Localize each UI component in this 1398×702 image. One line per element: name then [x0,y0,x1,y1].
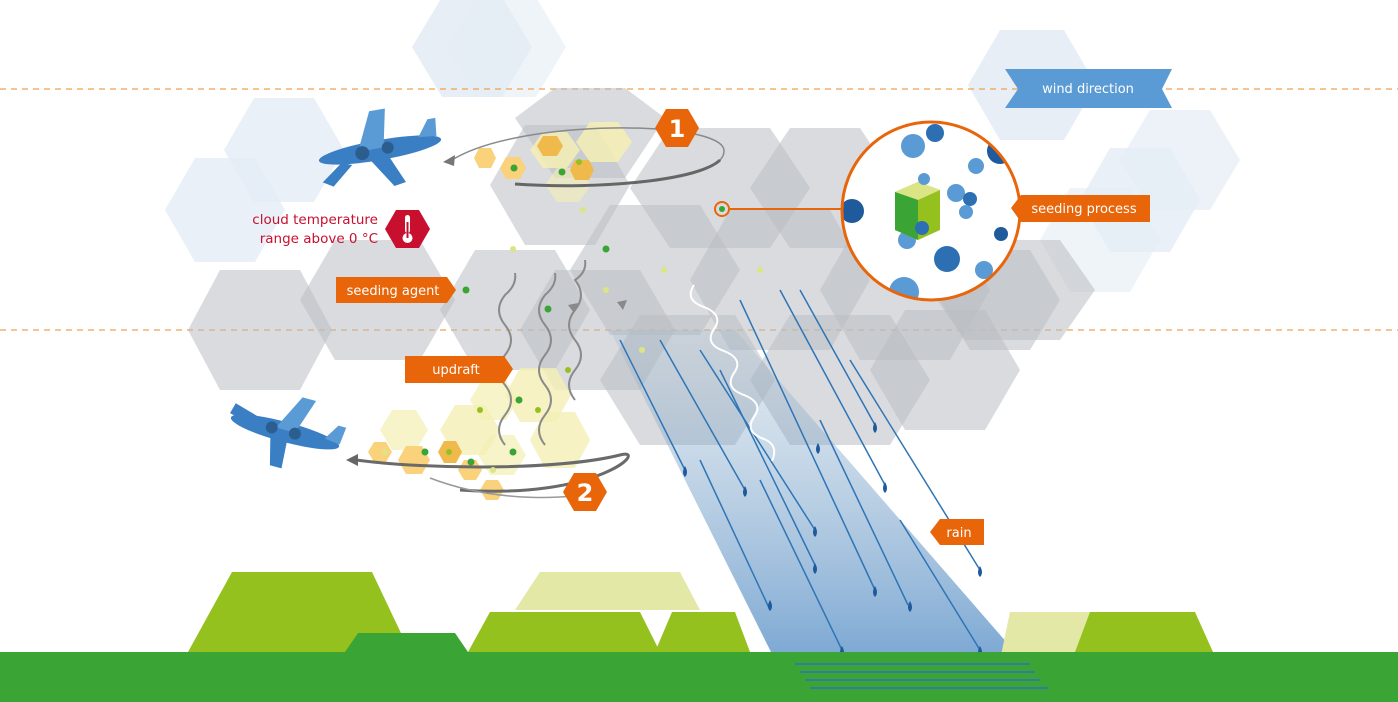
step-marker-2: 2 [563,473,607,511]
seeding-process-label: seeding process [1011,195,1150,222]
cloud-temperature-label-line2: range above 0 °C [260,231,378,247]
airplane-icon [230,397,347,469]
svg-text:2: 2 [577,479,594,507]
updraft-label: updraft [405,356,513,383]
wind-direction-label: wind direction [1005,69,1172,108]
cloud-temperature-label: cloud temperature [252,212,378,228]
svg-text:updraft: updraft [432,363,480,378]
seeding-particles [382,159,763,473]
svg-text:rain: rain [946,526,971,541]
rain-label: rain [930,519,984,545]
magnifier-icon [714,120,1022,302]
seeding-agent-label: seeding agent [336,277,470,303]
cloud-updraft-wave [689,284,776,462]
seeding-trail-bottom [368,368,590,500]
airplane-icon [318,108,442,187]
step-marker-1: 1 [655,109,699,147]
flight-path-top [443,127,725,188]
updraft-arrows [498,259,587,446]
svg-text:wind direction: wind direction [1042,82,1134,97]
thermometer-icon [385,210,430,248]
svg-text:seeding agent: seeding agent [347,284,440,299]
svg-text:seeding process: seeding process [1031,202,1136,217]
seeding-trail-top [474,122,632,202]
svg-text:1: 1 [669,115,686,143]
landscape [0,572,1398,702]
rain-column [610,289,1048,690]
updraft-arrowheads [568,300,627,313]
